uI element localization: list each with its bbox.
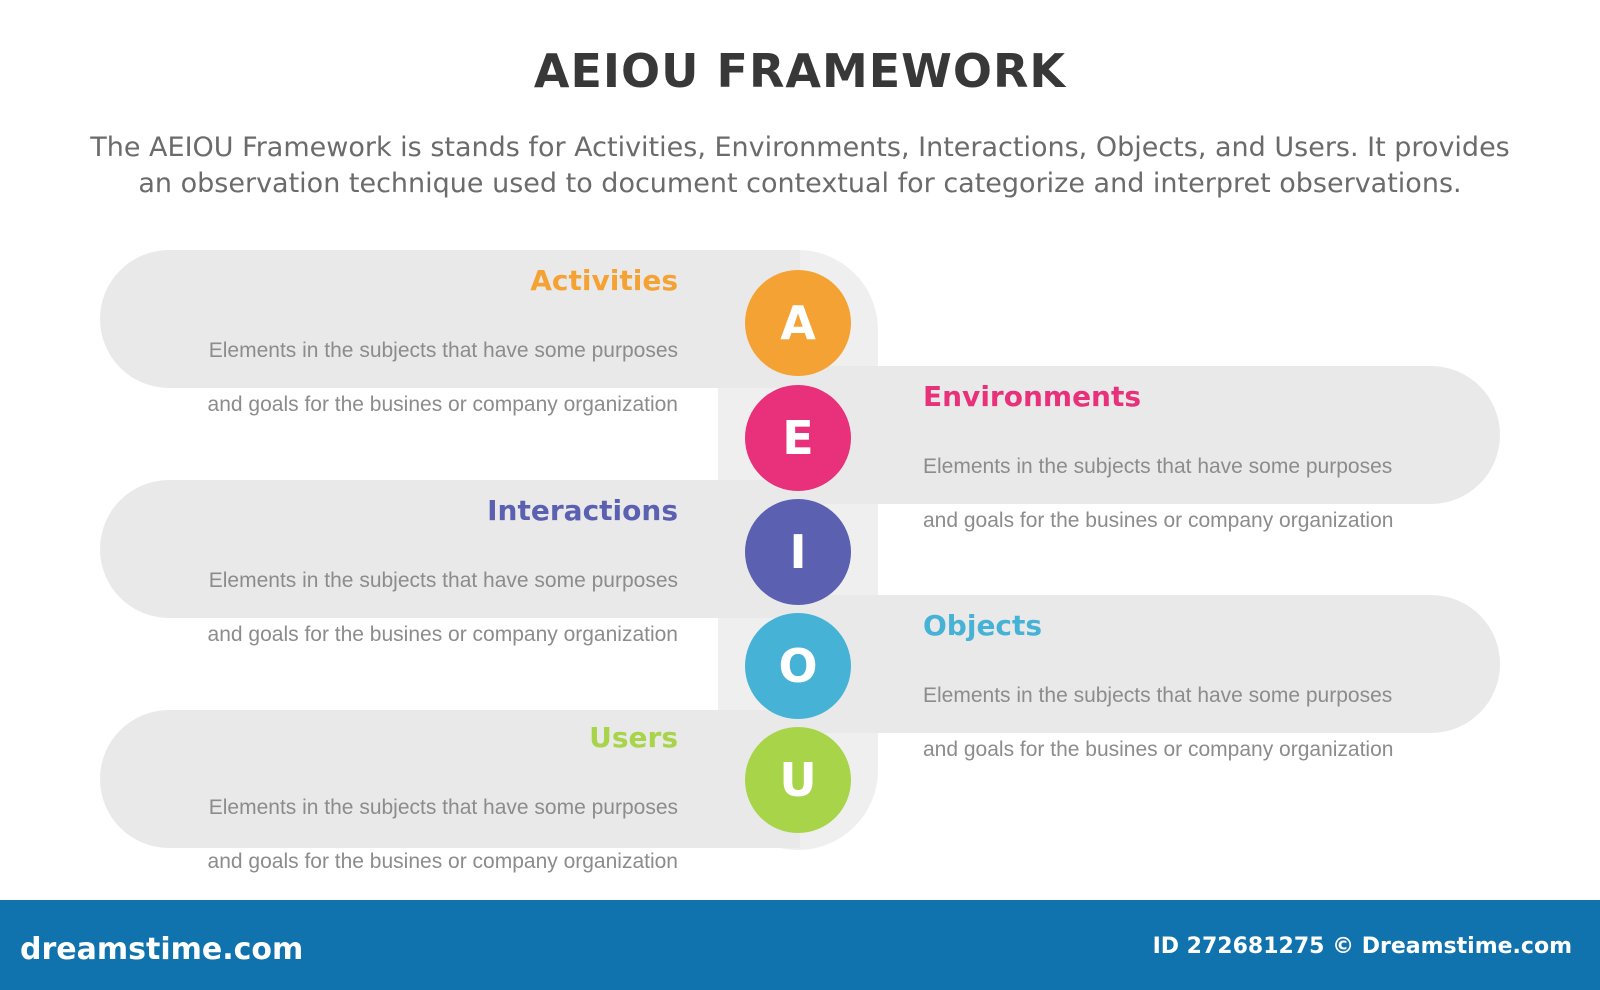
page-title: AEIOU FRAMEWORK — [533, 44, 1067, 98]
objects-description: Elements in the subjects that have some … — [923, 655, 1443, 790]
page-subtitle: The AEIOU Framework is stands for Activi… — [60, 130, 1540, 202]
users-desc-line-1: Elements in the subjects that have some … — [208, 796, 678, 819]
interactions-description: Elements in the subjects that have some … — [158, 540, 678, 675]
pill-environments — [800, 366, 1500, 504]
users-description: Elements in the subjects that have some … — [158, 767, 678, 902]
objects-desc-line-1: Elements in the subjects that have some … — [923, 684, 1393, 707]
pill-interactions — [100, 480, 800, 618]
activities-desc-line-2: and goals for the busines or company org… — [207, 393, 678, 416]
footer-bar: dreamstime.com ID 272681275 © Dreamstime… — [0, 900, 1600, 990]
users-desc-line-2: and goals for the busines or company org… — [207, 850, 678, 873]
activities-desc-line-1: Elements in the subjects that have some … — [208, 339, 678, 362]
letter-circle-a: A — [745, 270, 851, 376]
pill-users — [100, 710, 800, 848]
letter-circle-o: O — [745, 613, 851, 719]
letter-circle-u: U — [745, 727, 851, 833]
interactions-title: Interactions — [487, 494, 678, 527]
letter-circle-e: E — [745, 385, 851, 491]
interactions-desc-line-1: Elements in the subjects that have some … — [208, 569, 678, 592]
activities-title: Activities — [530, 264, 678, 297]
environments-title: Environments — [923, 380, 1142, 413]
footer-image-id: ID 272681275 © Dreamstime.com — [1152, 934, 1572, 959]
interactions-desc-line-2: and goals for the busines or company org… — [207, 623, 678, 646]
pill-activities — [100, 250, 800, 388]
objects-title: Objects — [923, 609, 1043, 642]
objects-desc-line-2: and goals for the busines or company org… — [923, 738, 1394, 761]
letter-circle-i: I — [745, 499, 851, 605]
footer-brand-logo: dreamstime.com — [20, 932, 304, 967]
subtitle-line-1: The AEIOU Framework is stands for Activi… — [90, 132, 1510, 163]
activities-description: Elements in the subjects that have some … — [158, 310, 678, 445]
environments-desc-line-2: and goals for the busines or company org… — [923, 509, 1394, 532]
users-title: Users — [589, 721, 678, 754]
environments-desc-line-1: Elements in the subjects that have some … — [923, 455, 1393, 478]
environments-description: Elements in the subjects that have some … — [923, 426, 1443, 561]
pill-objects — [800, 595, 1500, 733]
subtitle-line-2: an observation technique used to documen… — [138, 168, 1462, 199]
